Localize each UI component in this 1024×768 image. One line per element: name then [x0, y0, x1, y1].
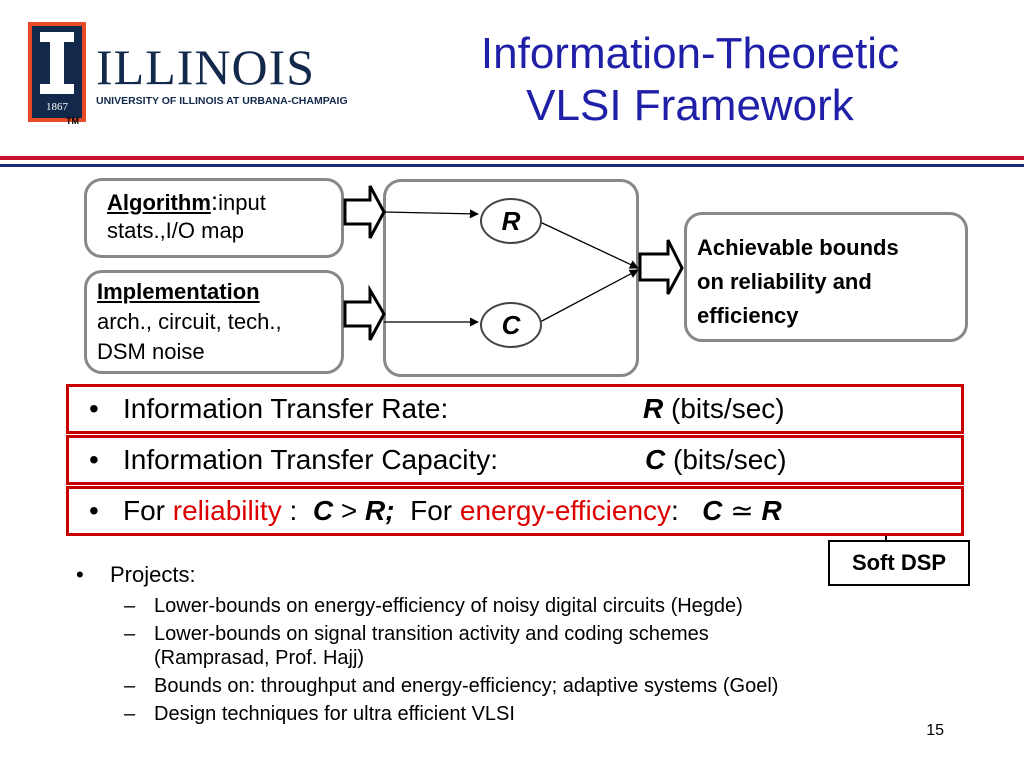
bullet-dot: •	[76, 562, 84, 587]
dash-marker: –	[124, 675, 136, 697]
project-item: –Lower-bounds on energy-efficiency of no…	[76, 594, 976, 618]
reliability-word: reliability	[172, 495, 282, 526]
algorithm-box: Algorithm:input stats.,I/O map	[84, 178, 344, 258]
block-arrow-algorithm	[343, 185, 386, 239]
line-c-to-output	[539, 269, 639, 323]
project-item: –Design techniques for ultra efficient V…	[76, 702, 976, 726]
title-line-1: Information-Theoretic	[480, 29, 900, 78]
rate-unit: (bits/sec)	[671, 393, 785, 424]
header-rule-blue	[0, 164, 1024, 167]
r-node: R	[480, 198, 542, 244]
rate-bar: • Information Transfer Rate: R (bits/sec)	[66, 384, 964, 434]
rel-r: R;	[365, 495, 395, 526]
project-text: Lower-bounds on signal transition activi…	[154, 623, 709, 669]
university-logo: 1867 ILLINOIS UNIVERSITY OF ILLINOIS AT …	[28, 22, 348, 122]
implementation-text-1: arch., circuit, tech.,	[97, 309, 282, 334]
page-number: 15	[926, 722, 944, 739]
achievable-line-2: on reliability and	[697, 269, 872, 294]
projects-heading: Projects:	[110, 562, 196, 587]
bullet-dot: •	[89, 495, 99, 526]
implementation-box: Implementation arch., circuit, tech., DS…	[84, 270, 344, 374]
project-text: Design techniques for ultra efficient VL…	[154, 703, 515, 725]
algorithm-label: Algorithm	[107, 190, 211, 215]
rel-c: C	[312, 495, 334, 526]
project-item: –Lower-bounds on signal transition activ…	[76, 622, 976, 670]
dash-marker: –	[124, 703, 136, 725]
energy-word: energy-efficiency	[459, 495, 672, 526]
bullet-dot: •	[89, 444, 99, 475]
rel-op: >	[340, 495, 358, 526]
dash-marker: –	[124, 623, 136, 645]
block-arrow-implementation	[343, 284, 386, 341]
capacity-bar: • Information Transfer Capacity: C (bits/s…	[66, 435, 964, 485]
soft-dsp-box: Soft DSP	[828, 540, 970, 586]
eng-c: C	[702, 495, 723, 526]
logo-subtitle: UNIVERSITY OF ILLINOIS AT URBANA-CHAMPAI…	[96, 95, 348, 107]
achievable-line-1: Achievable bounds	[697, 235, 899, 260]
algorithm-colon: :	[210, 186, 219, 216]
project-text: Bounds on: throughput and energy-efficie…	[154, 675, 779, 697]
implementation-label: Implementation	[97, 279, 260, 304]
algorithm-text-2: stats.,I/O map	[107, 218, 244, 243]
projects-heading-row: • Projects:	[76, 560, 976, 590]
capacity-unit: (bits/sec)	[673, 444, 787, 475]
capacity-label: Information Transfer Capacity:	[123, 444, 499, 475]
projects-list: •Projects: –Lower-bounds on energy-effic…	[76, 560, 976, 726]
achievable-line-3: efficiency	[697, 303, 799, 328]
implementation-text-2: DSM noise	[97, 339, 205, 364]
colon-1: :	[289, 495, 298, 526]
line-algorithm-to-r	[383, 209, 479, 219]
eng-op: ≃	[730, 495, 754, 526]
achievable-bounds-box: Achievable bounds on reliability and eff…	[684, 212, 968, 342]
block-arrow-output	[638, 239, 684, 295]
rate-label: Information Transfer Rate:	[123, 393, 449, 424]
header-rule-red	[0, 156, 1024, 160]
capacity-symbol: C	[645, 444, 666, 475]
logo-tm: TM	[66, 116, 79, 126]
rate-symbol: R	[643, 393, 664, 424]
algorithm-text-1: input	[218, 190, 266, 215]
bullet-dot: •	[89, 393, 99, 424]
line-r-to-output	[539, 221, 639, 269]
colon-2: :	[671, 495, 679, 526]
for-text-1: For	[123, 495, 165, 526]
for-text-2: For	[410, 495, 453, 526]
project-item: –Bounds on: throughput and energy-effici…	[76, 674, 976, 698]
title-line-2: VLSI Framework	[526, 81, 854, 130]
eng-r: R	[761, 495, 782, 526]
logo-wordmark: ILLINOIS	[96, 39, 315, 95]
slide-title: Information-Theoretic VLSI Framework	[400, 28, 980, 132]
logo-year: 1867	[46, 101, 69, 113]
reliability-bar: • For reliability : C > R; For energy-eff…	[66, 486, 964, 536]
dash-marker: –	[124, 595, 136, 617]
c-node: C	[480, 302, 542, 348]
project-text: Lower-bounds on energy-efficiency of noi…	[154, 595, 743, 617]
